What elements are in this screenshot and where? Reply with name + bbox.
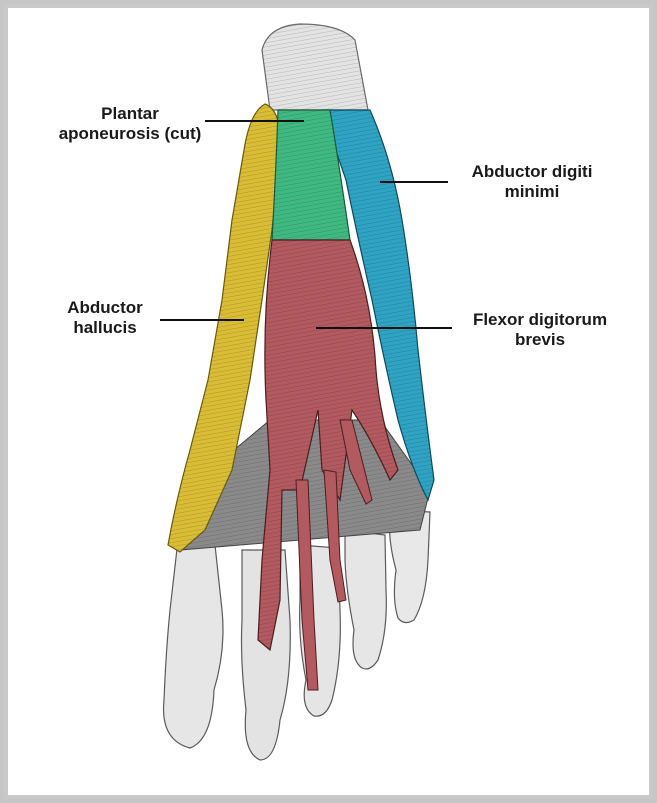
flexor-tendons bbox=[295, 419, 373, 691]
label-abductor-hallucis: Abductor hallucis bbox=[50, 298, 160, 338]
label-flexor-digitorum-brevis-line1: Flexor digitorum bbox=[472, 310, 608, 329]
label-abductor-digiti-minimi-line2: minimi bbox=[504, 182, 560, 201]
label-flexor-digitorum-brevis: Flexor digitorum brevis bbox=[450, 310, 630, 350]
label-abductor-digiti-minimi-line1: Abductor digiti bbox=[471, 162, 593, 181]
label-abductor-hallucis-line1: Abductor bbox=[67, 298, 143, 317]
great-toe bbox=[162, 539, 224, 749]
fourth-toe bbox=[344, 529, 387, 670]
label-abductor-hallucis-line2: hallucis bbox=[73, 318, 137, 337]
leader-lines bbox=[160, 120, 452, 329]
label-abductor-digiti-minimi: Abductor digiti minimi bbox=[452, 162, 612, 202]
label-flexor-digitorum-brevis-line2: brevis bbox=[514, 330, 566, 349]
label-plantar-aponeurosis-line1: Plantar bbox=[101, 104, 159, 123]
toe-bones bbox=[162, 509, 431, 761]
label-plantar-aponeurosis-line2: aponeurosis (cut) bbox=[58, 124, 202, 143]
fifth-toe bbox=[389, 509, 431, 624]
label-plantar-aponeurosis: Plantar aponeurosis (cut) bbox=[44, 104, 216, 144]
